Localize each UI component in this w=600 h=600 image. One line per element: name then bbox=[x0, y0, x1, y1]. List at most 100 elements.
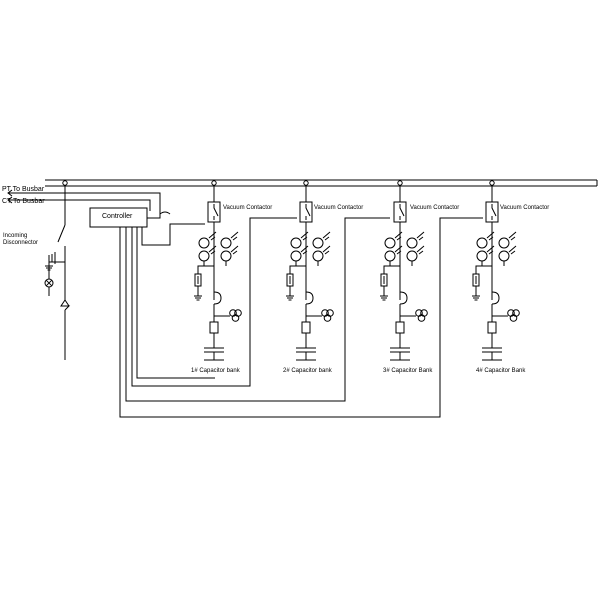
ct-arrows-4-0 bbox=[486, 231, 495, 255]
ct-coil-2-2 bbox=[290, 250, 302, 262]
vt-coil-c-4 bbox=[509, 314, 518, 322]
ct-coil-4-2 bbox=[476, 250, 488, 262]
contactor-switch-2 bbox=[305, 204, 311, 220]
capacitor-2 bbox=[296, 347, 316, 353]
earth-switch-symbol bbox=[45, 252, 56, 271]
ct-coil-1-3 bbox=[220, 250, 232, 262]
main-busbar bbox=[45, 179, 598, 187]
control-line-4 bbox=[119, 217, 483, 418]
ct-coil-1-1 bbox=[220, 237, 232, 249]
earth-symbol-3 bbox=[380, 295, 388, 301]
reactor-1 bbox=[209, 321, 219, 334]
incoming-disconnector-blade bbox=[57, 224, 66, 243]
ct-coil-4-1 bbox=[498, 237, 510, 249]
indicator-lamp-cross bbox=[45, 279, 53, 287]
ct-coil-4-0 bbox=[476, 237, 488, 249]
ct-arrows-2-0 bbox=[300, 231, 309, 255]
capacitor-4 bbox=[482, 347, 502, 353]
ct-coil-1-2 bbox=[198, 250, 210, 262]
fuse-3 bbox=[380, 273, 388, 287]
indicator-lamp-icon bbox=[44, 278, 54, 288]
busbar-junction-3 bbox=[397, 180, 403, 186]
return-line-1 bbox=[136, 227, 215, 379]
ct-coil-3-1 bbox=[406, 237, 418, 249]
isolator-arc-4 bbox=[491, 291, 500, 305]
capacitor-bank-label-1: 1# Capacitor bank bbox=[191, 368, 240, 374]
busbar-junction-2 bbox=[303, 180, 309, 186]
fuse-branch-4 bbox=[475, 265, 492, 274]
vt-coil-c-3 bbox=[417, 314, 426, 322]
fuse-branch-3 bbox=[383, 265, 400, 274]
controller-box bbox=[89, 207, 148, 228]
capacitor-lead-4 bbox=[482, 352, 502, 361]
capacitor-bank-label-4: 4# Capacitor Bank bbox=[476, 368, 526, 374]
busbar-junction-4 bbox=[489, 180, 495, 186]
control-line-2 bbox=[131, 217, 297, 387]
earth-symbol-2 bbox=[286, 295, 294, 301]
fuse-branch-2 bbox=[289, 265, 306, 274]
isolator-arc-2 bbox=[305, 291, 314, 305]
contactor-switch-4 bbox=[491, 204, 497, 220]
fuse-1 bbox=[194, 273, 202, 287]
busbar-junction-1 bbox=[211, 180, 217, 186]
vt-coil-c-2 bbox=[323, 314, 332, 322]
vacuum-contactor-label-1: Vacuum Contactor bbox=[223, 205, 273, 211]
capacitor-bank-label-2: 2# Capacitor bank bbox=[283, 368, 332, 374]
ct-arrows-3-1 bbox=[416, 231, 425, 255]
fuse-4 bbox=[472, 273, 480, 287]
capacitor-bank-label-3: 3# Capacitor Bank bbox=[383, 368, 433, 374]
vacuum-contactor-label-2: Vacuum Contactor bbox=[314, 205, 364, 211]
ct-arrows-1-1 bbox=[230, 231, 239, 255]
incoming-label-line1: Incoming bbox=[3, 233, 28, 239]
capacitor-3 bbox=[390, 347, 410, 353]
capacitor-lead-2 bbox=[296, 352, 316, 361]
ct-coil-2-0 bbox=[290, 237, 302, 249]
incoming-label-line2: Disconnector bbox=[3, 240, 39, 246]
vacuum-contactor-label-4: Vacuum Contactor bbox=[500, 205, 550, 211]
ct-to-busbar-label: CT To Busbar bbox=[2, 198, 45, 205]
capacitor-1 bbox=[204, 347, 224, 353]
contactor-switch-1 bbox=[213, 204, 219, 220]
contactor-switch-3 bbox=[399, 204, 405, 220]
vt-coil-c-1 bbox=[231, 314, 240, 322]
ct-coil-1-0 bbox=[198, 237, 210, 249]
vacuum-contactor-4 bbox=[485, 201, 499, 223]
vacuum-contactor-label-3: Vacuum Contactor bbox=[410, 205, 460, 211]
capacitor-lead-1 bbox=[204, 352, 224, 361]
control-line-1 bbox=[141, 223, 205, 246]
ct-arrows-1-0 bbox=[208, 231, 217, 255]
earth-symbol-4 bbox=[472, 295, 480, 301]
ct-coil-3-2 bbox=[384, 250, 396, 262]
wiring bbox=[8, 179, 598, 418]
ct-coil-3-3 bbox=[406, 250, 418, 262]
controller-feed bbox=[147, 211, 171, 219]
reactor-2 bbox=[301, 321, 311, 334]
arrester-symbol bbox=[60, 299, 71, 311]
vacuum-contactor-3 bbox=[393, 201, 407, 223]
capacitor-lead-3 bbox=[390, 352, 410, 361]
reactor-3 bbox=[395, 321, 405, 334]
ct-coil-2-3 bbox=[312, 250, 324, 262]
fuse-branch-1 bbox=[197, 265, 214, 274]
isolator-arc-3 bbox=[399, 291, 408, 305]
components bbox=[7, 180, 520, 353]
pt-to-busbar-label: PT To Busbar bbox=[2, 186, 45, 193]
isolator-arc-1 bbox=[213, 291, 222, 305]
vacuum-contactor-2 bbox=[299, 201, 313, 223]
earth-symbol-1 bbox=[194, 295, 202, 301]
reactor-4 bbox=[487, 321, 497, 334]
control-line-3 bbox=[125, 217, 390, 402]
ct-coil-3-0 bbox=[384, 237, 396, 249]
busbar-junction bbox=[62, 180, 68, 186]
pt-ct-arrows bbox=[7, 189, 13, 204]
ct-arrows-4-1 bbox=[508, 231, 517, 255]
vacuum-contactor-1 bbox=[207, 201, 221, 223]
pt-ct-feed bbox=[8, 192, 161, 214]
ct-arrows-3-0 bbox=[394, 231, 403, 255]
ct-coil-2-1 bbox=[312, 237, 324, 249]
controller-label: Controller bbox=[102, 213, 133, 220]
ct-arrows-2-1 bbox=[322, 231, 331, 255]
fuse-2 bbox=[286, 273, 294, 287]
